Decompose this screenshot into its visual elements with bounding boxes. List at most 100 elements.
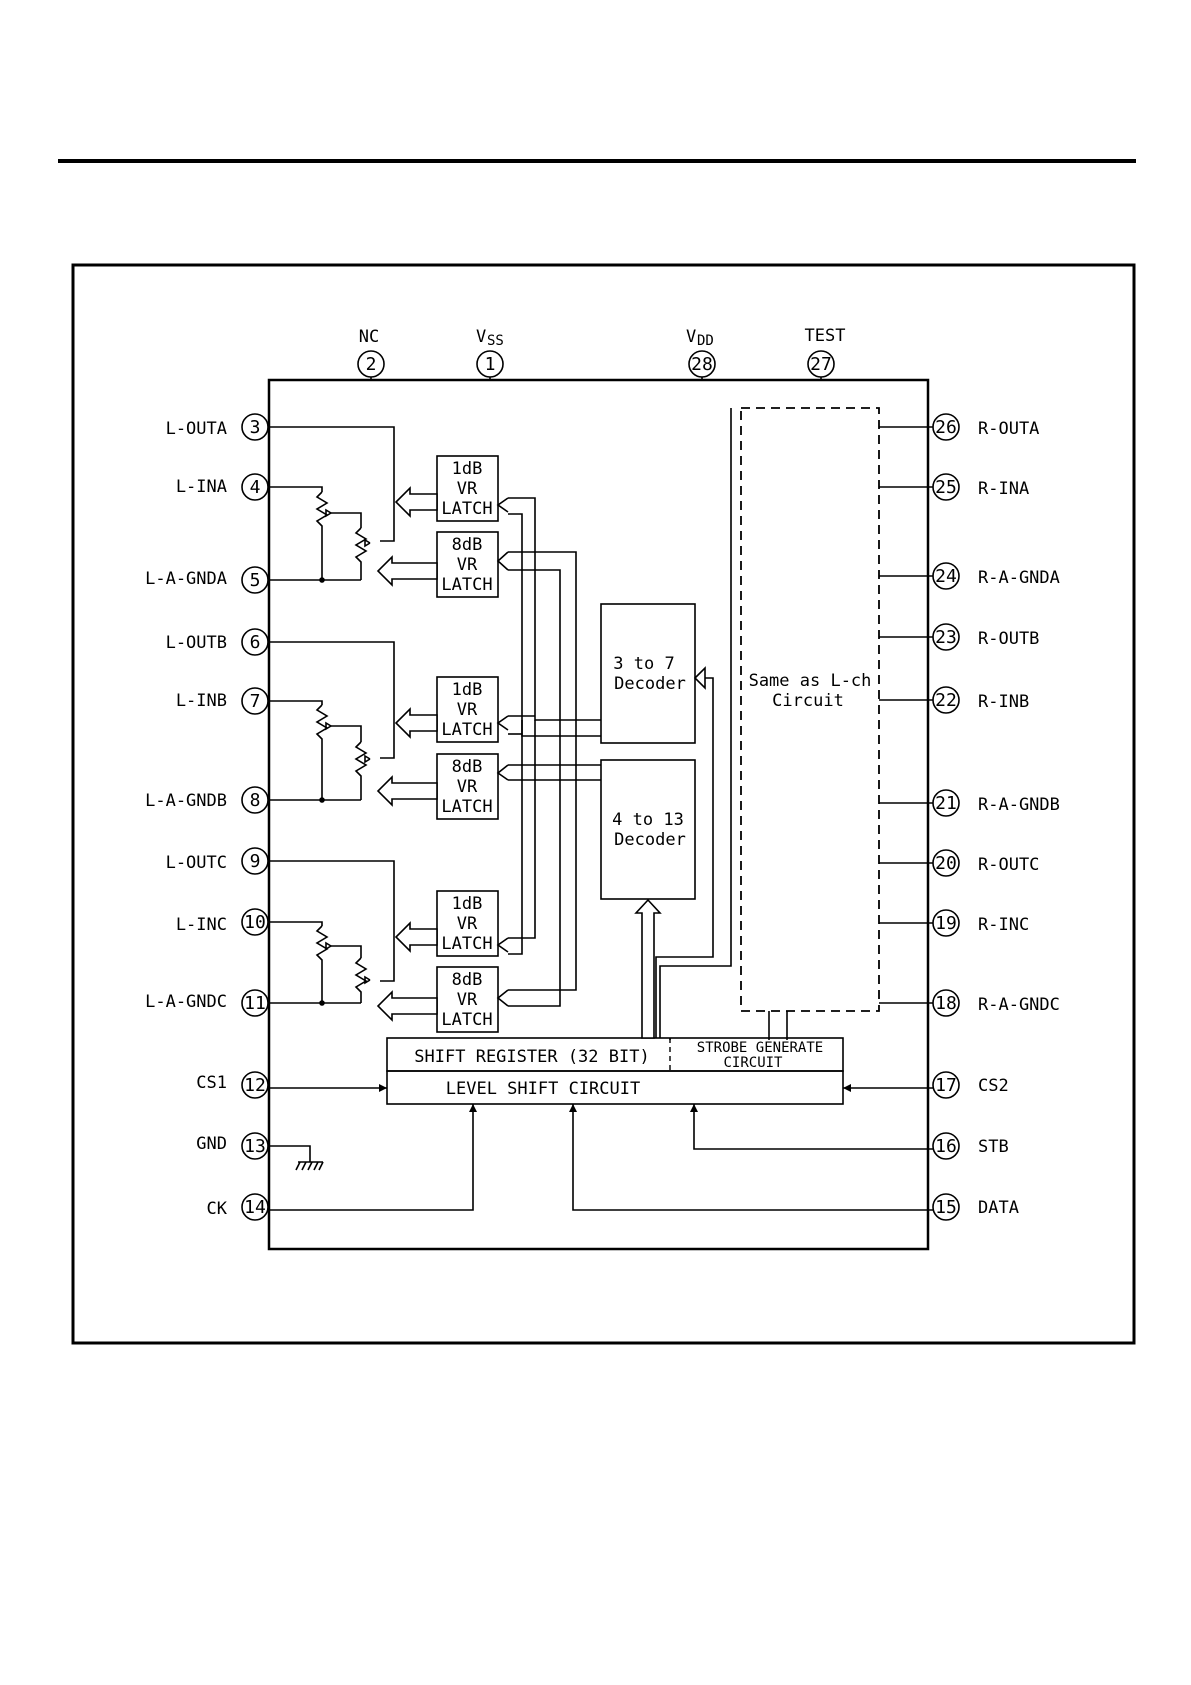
svg-text:L-A-GNDB: L-A-GNDB [145,791,227,811]
pin-25: 25 R-INA [932,473,1029,501]
svg-text:1: 1 [485,354,496,375]
svg-text:SHIFT REGISTER (32 BIT): SHIFT REGISTER (32 BIT) [414,1047,649,1067]
svg-text:7: 7 [250,691,261,712]
svg-text:12: 12 [244,1075,266,1096]
svg-text:R-A-GNDA: R-A-GNDA [978,568,1060,588]
strobe-label-2: CIRCUIT [723,1055,783,1071]
svg-text:TEST: TEST [805,326,846,346]
svg-text:25: 25 [935,477,957,498]
pin-17: 17 CS2 [932,1071,1009,1099]
svg-text:20: 20 [935,853,957,874]
svg-text:Circuit: Circuit [772,691,844,711]
svg-text:STB: STB [978,1137,1009,1157]
pin-5: L-A-GNDA 5 [145,566,269,594]
svg-text:8dB: 8dB [452,970,483,990]
svg-text:R-OUTC: R-OUTC [978,855,1039,875]
svg-text:L-OUTC: L-OUTC [166,853,227,873]
svg-text:Decoder: Decoder [614,830,686,850]
svg-text:2: 2 [366,354,377,375]
svg-text:L-INC: L-INC [176,915,227,935]
pin-20: 20 R-OUTC [932,849,1039,877]
svg-text:3: 3 [250,417,261,438]
latch-1db-a: 1dB VR LATCH [436,455,499,522]
svg-text:8dB: 8dB [452,757,483,777]
svg-text:L-A-GNDA: L-A-GNDA [145,569,227,589]
svg-text:LATCH: LATCH [441,797,492,817]
svg-text:CS2: CS2 [978,1076,1009,1096]
svg-text:1dB: 1dB [452,680,483,700]
top-pin-vss: V SS 1 [476,327,504,380]
svg-text:23: 23 [935,627,957,648]
svg-text:VR: VR [457,990,478,1010]
svg-text:R-OUTA: R-OUTA [978,419,1039,439]
left-channel-wiring [268,426,438,1022]
svg-text:14: 14 [244,1197,266,1218]
svg-text:8: 8 [250,790,261,811]
latch-8db-c: 8dB VR LATCH [436,966,499,1033]
svg-text:L-INA: L-INA [176,477,227,497]
svg-text:16: 16 [935,1136,957,1157]
svg-text:CS1: CS1 [196,1073,227,1093]
level-shift-circuit: LEVEL SHIFT CIRCUIT [386,1070,844,1105]
pin-7: L-INB 7 [176,687,269,715]
svg-text:21: 21 [935,793,957,814]
svg-text:R-A-GNDC: R-A-GNDC [978,995,1060,1015]
latch-1db-b: 1dB VR LATCH [436,676,499,743]
svg-text:15: 15 [935,1197,957,1218]
latch-8db-a: 8dB VR LATCH [436,531,499,598]
svg-text:LATCH: LATCH [441,575,492,595]
pin-18: 18 R-A-GNDC [932,989,1060,1017]
svg-text:13: 13 [244,1136,266,1157]
r-channel-block: Same as L-ch Circuit [740,407,933,1040]
svg-text:L-OUTA: L-OUTA [166,419,227,439]
svg-text:LATCH: LATCH [441,934,492,954]
svg-text:L-OUTB: L-OUTB [166,633,227,653]
svg-text:27: 27 [810,354,832,375]
svg-text:4: 4 [250,477,261,498]
decoder-bus [496,497,601,1007]
control-wiring [268,1084,933,1211]
pin-10: L-INC 10 [176,908,269,936]
svg-text:6: 6 [250,632,261,653]
svg-text:19: 19 [935,913,957,934]
latch-8db-b: 8dB VR LATCH [436,753,499,820]
svg-text:9: 9 [250,851,261,872]
svg-text:22: 22 [935,690,957,711]
svg-text:18: 18 [935,993,957,1014]
svg-text:R-INA: R-INA [978,479,1029,499]
svg-text:NC: NC [359,327,379,347]
pin-3: L-OUTA 3 [166,413,269,441]
pin-4: L-INA 4 [176,473,269,501]
svg-text:R-OUTB: R-OUTB [978,629,1039,649]
svg-text:Same as L-ch: Same as L-ch [749,671,872,691]
svg-text:5: 5 [250,570,261,591]
vss-sub: SS [487,333,504,349]
svg-text:VR: VR [457,555,478,575]
top-pin-test: TEST 27 [805,326,846,380]
svg-text:L-INB: L-INB [176,691,227,711]
svg-text:LATCH: LATCH [441,720,492,740]
svg-text:17: 17 [935,1075,957,1096]
svg-text:10: 10 [244,912,266,933]
svg-text:VR: VR [457,479,478,499]
svg-text:28: 28 [691,354,713,375]
svg-text:VR: VR [457,914,478,934]
svg-text:VR: VR [457,700,478,720]
ic-body [267,378,930,1251]
svg-text:Decoder: Decoder [614,674,686,694]
pin-6: L-OUTB 6 [166,628,269,656]
decoder-4-to-13: 4 to 13 Decoder [600,759,696,900]
svg-text:8dB: 8dB [452,535,483,555]
top-pin-vdd: V DD 28 [686,327,716,380]
svg-text:11: 11 [244,993,266,1014]
